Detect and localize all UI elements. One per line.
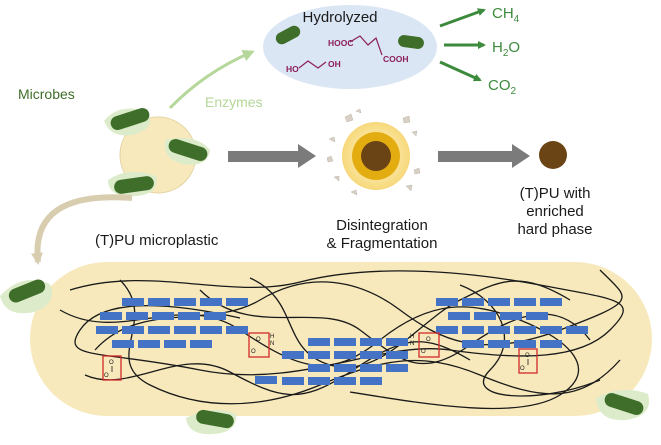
svg-text:O: O <box>104 373 109 379</box>
tpu-microplastic-label: (T)PU microplastic <box>95 232 219 249</box>
gray-arrow <box>228 144 316 168</box>
svg-text:H: H <box>270 334 274 340</box>
ch4-label: CH4 <box>492 5 520 25</box>
products: CH4 H2O CO2 <box>439 5 520 97</box>
arrow-to-co2 <box>439 60 482 82</box>
zoom-arrow <box>31 194 133 265</box>
svg-text:O: O <box>251 349 256 355</box>
disintegration-label-line1: Disintegration <box>336 217 428 234</box>
ester-bond-highlight: O O <box>102 355 122 381</box>
svg-text:O: O <box>109 360 114 366</box>
svg-text:O: O <box>421 349 426 355</box>
svg-text:N: N <box>410 341 414 347</box>
microbe-icon <box>275 25 301 45</box>
svg-text:O: O <box>525 353 530 359</box>
svg-text:OH: OH <box>328 59 341 69</box>
fragments <box>326 108 421 196</box>
tpu-enriched-label-line2: enriched <box>526 203 584 220</box>
svg-text:H: H <box>410 334 414 340</box>
urethane-bond-highlight: O O N H <box>410 332 440 358</box>
microbe-icon <box>604 392 644 416</box>
urethane-bond-highlight: O O N H <box>248 332 274 358</box>
svg-text:HO: HO <box>286 64 299 74</box>
polymer-detail: O O O O N H O O N H O O <box>30 262 652 416</box>
microbe-icon <box>168 138 208 162</box>
gray-arrow <box>438 144 530 168</box>
disintegration-label-line2: & Fragmentation <box>327 235 438 252</box>
final-particle <box>539 141 567 169</box>
svg-text:N: N <box>270 341 274 347</box>
arrow-to-ch4 <box>439 8 486 28</box>
microbe-icon <box>114 176 154 194</box>
band-microbes <box>0 279 650 435</box>
svg-text:COOH: COOH <box>383 54 409 64</box>
enzymes-label: Enzymes <box>205 94 263 110</box>
microbe-icon <box>196 409 234 429</box>
co2-label: CO2 <box>488 77 517 97</box>
microbe-icon <box>8 279 46 303</box>
h2o-label: H2O <box>492 39 520 59</box>
microbes-label: Microbes <box>18 86 75 102</box>
microbe-icon <box>110 107 150 131</box>
hard-segment-domain <box>436 298 588 348</box>
tpu-enriched-label-line3: hard phase <box>517 221 592 238</box>
svg-text:O: O <box>256 337 261 343</box>
microplastic-particle <box>104 107 210 197</box>
hard-segment-domain <box>255 338 408 385</box>
hydrolyzed-zone: Hydrolyzed HOOC COOH HO OH <box>263 5 437 89</box>
hydrolyzed-label: Hydrolyzed <box>302 9 377 26</box>
enzymes-arrow <box>168 50 255 110</box>
glutaric-acid-molecule: HOOC COOH <box>328 35 409 64</box>
svg-text:HOOC: HOOC <box>328 38 354 48</box>
fragmenting-particle <box>326 108 421 196</box>
hard-segment-domain <box>96 298 248 348</box>
microbe-icon <box>398 35 424 49</box>
tpu-enriched-label-line1: (T)PU with <box>520 185 591 202</box>
ethylene-glycol-molecule: HO OH <box>286 59 341 74</box>
svg-text:O: O <box>426 337 431 343</box>
ester-bond-highlight: O O <box>518 348 538 374</box>
svg-text:O: O <box>520 366 525 372</box>
soft-segment-chains <box>59 269 624 410</box>
